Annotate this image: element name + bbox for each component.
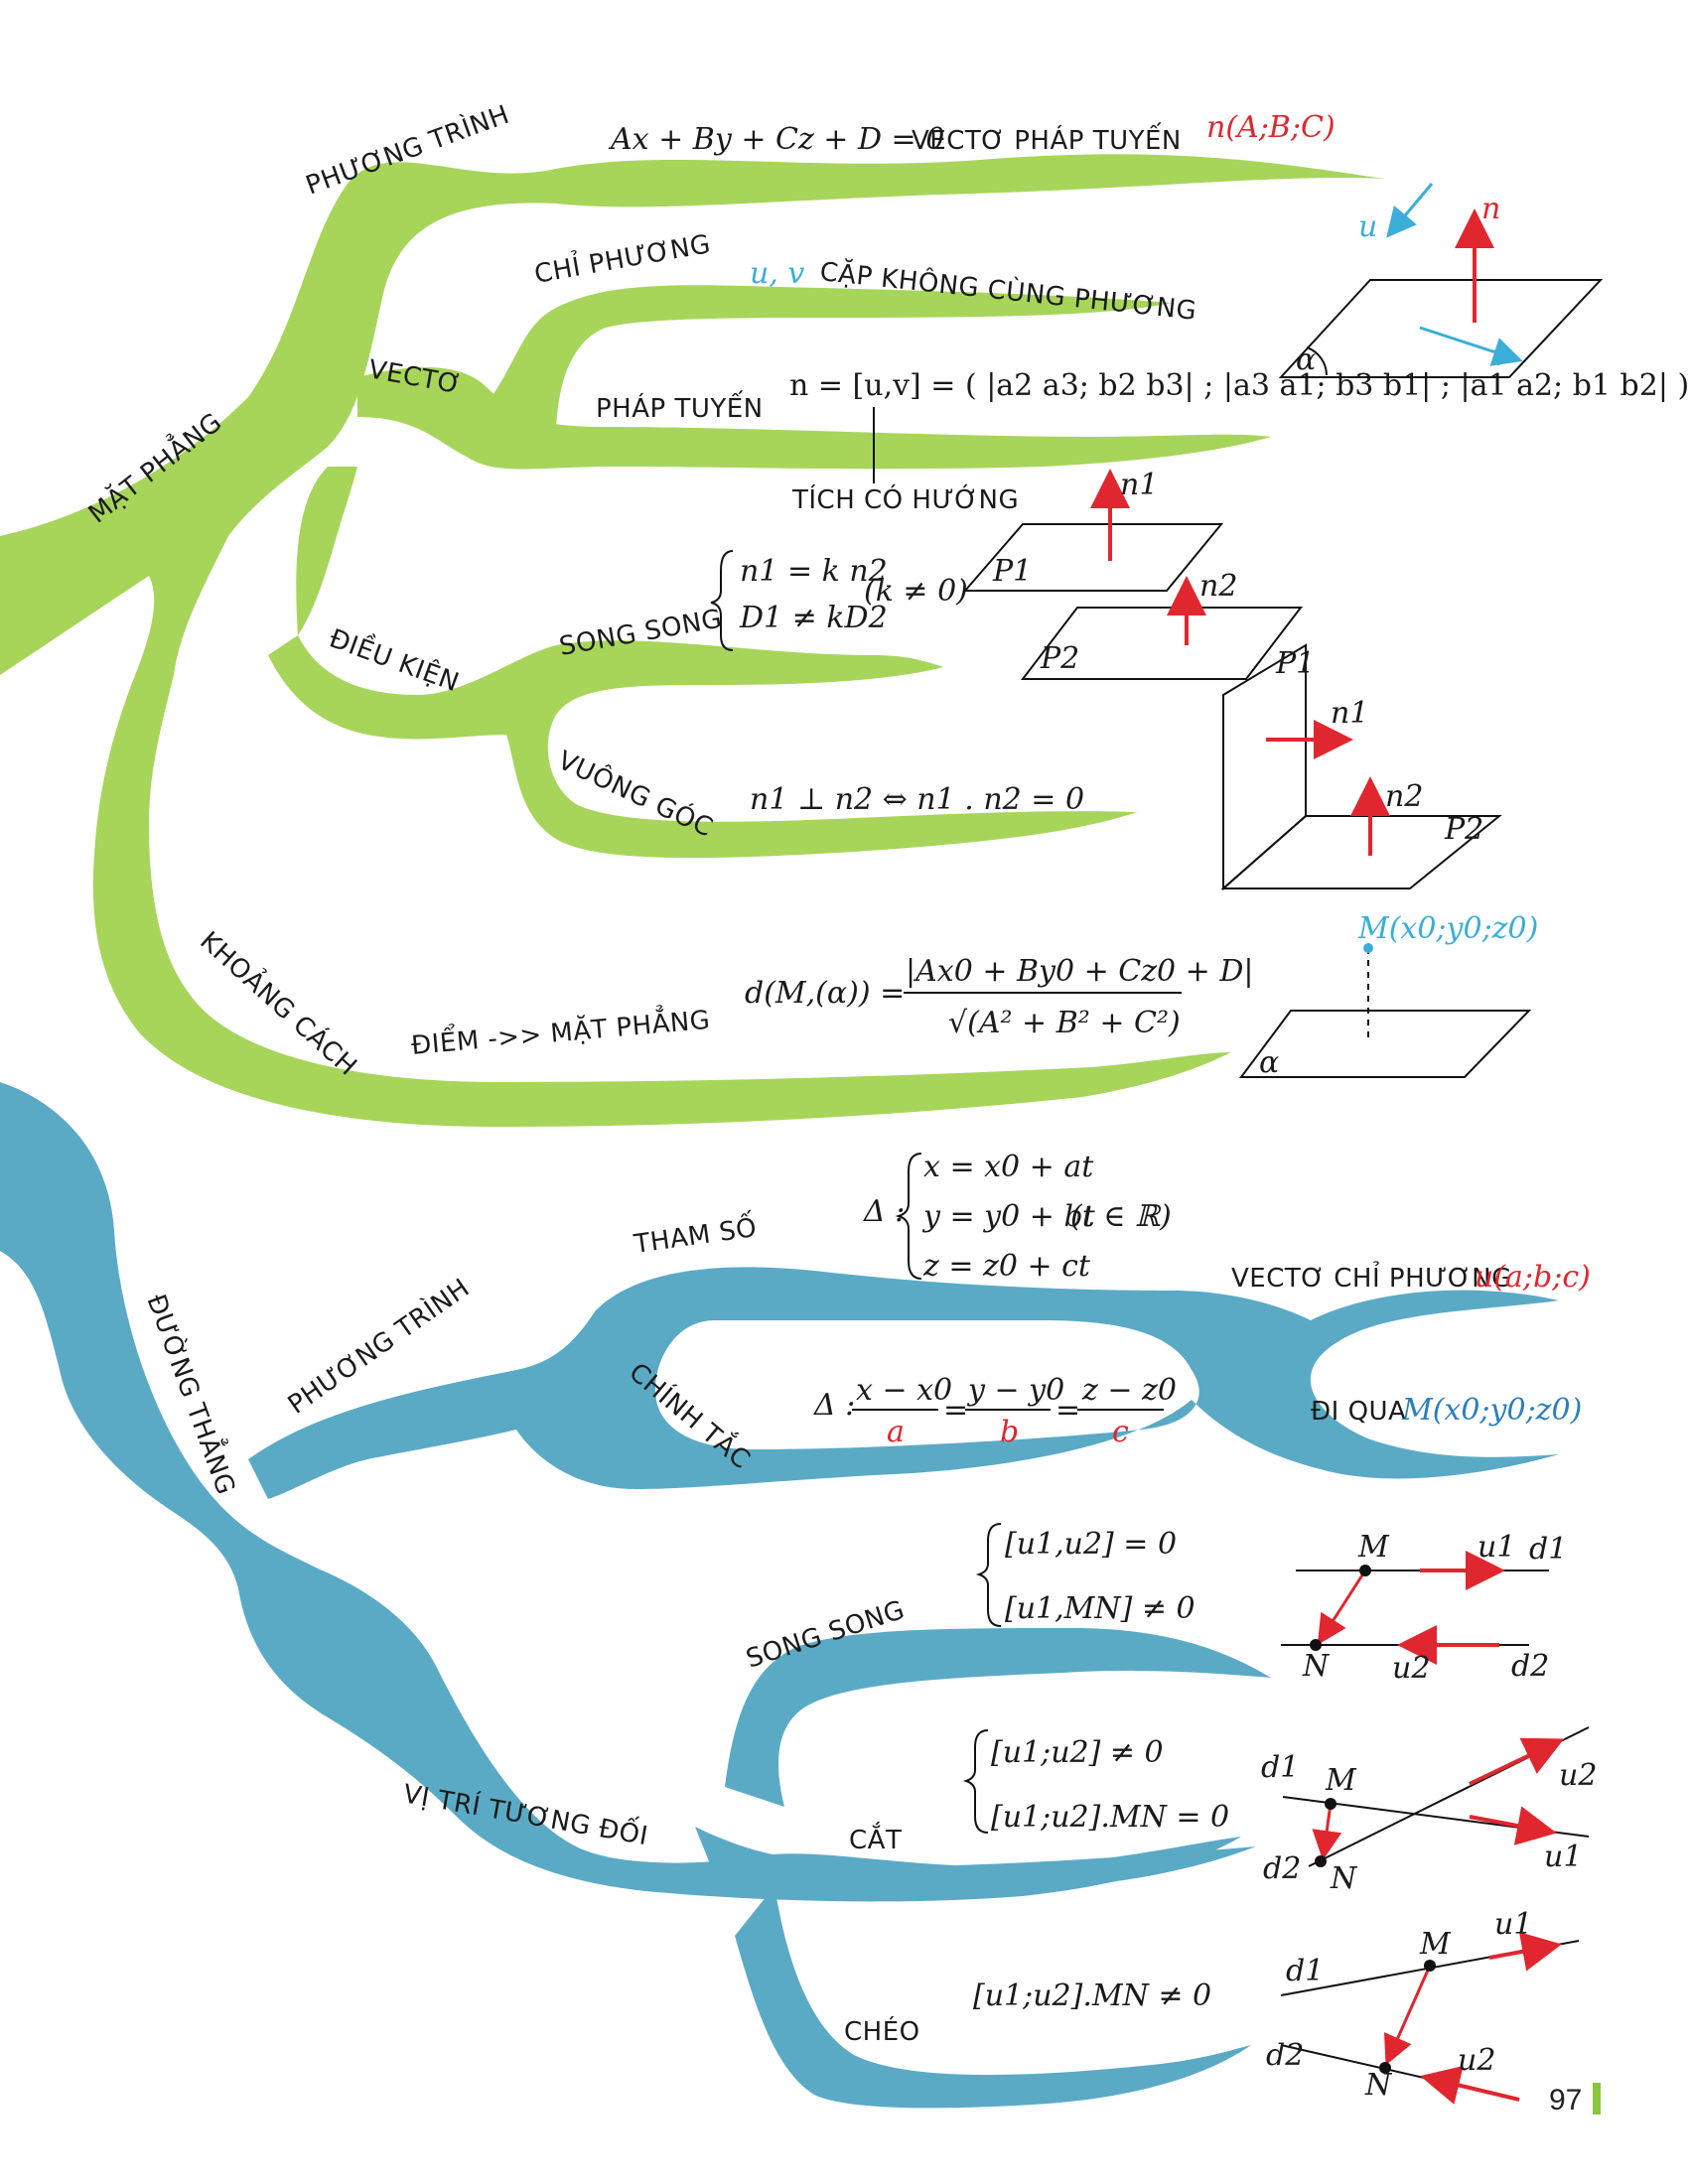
- plane-normal-branch-label: PHÁP TUYẾN: [596, 389, 764, 424]
- plane-cross-product-label: TÍCH CÓ HƯỚNG: [791, 483, 1019, 515]
- line-parallel-cond-1: [u1,u2] = 0: [1005, 1527, 1177, 1562]
- line-canon-den-c: c: [1112, 1415, 1129, 1449]
- fig-skew-M: M: [1419, 1927, 1452, 1962]
- plane-direction-label: CHỈ PHƯƠNG: [531, 225, 713, 290]
- figure-parallel-planes: [962, 469, 1304, 680]
- plane-equation-formula: Ax + By + Cz + D = 0: [608, 122, 944, 157]
- fig-n-label: n: [1481, 192, 1500, 226]
- fig-skew-d1: d1: [1286, 1954, 1324, 1988]
- fig-v-label: v: [1491, 339, 1508, 373]
- line-parametric-label: THAM SỐ: [631, 1208, 759, 1260]
- line-skew-label: CHÉO: [844, 2015, 920, 2047]
- fig-u-label: u: [1358, 209, 1377, 244]
- fig-int-d2: d2: [1263, 1851, 1301, 1886]
- fig-par-N: N: [1302, 1649, 1331, 1684]
- fig-n1-perp-label: n1: [1331, 696, 1368, 731]
- line-param-domain: (t ∈ ℝ): [1070, 1199, 1172, 1234]
- plane-normal-vector: n(A;B;C): [1206, 110, 1336, 145]
- line-intersect-cond-2: [u1;u2].MN = 0: [991, 1800, 1229, 1835]
- line-param-delta: Δ :: [863, 1194, 905, 1229]
- plane-perpendicular-cond: n1 ⊥ n2 ⇔ n1 . n2 = 0: [750, 782, 1084, 817]
- plane-root-trunk: [0, 154, 1385, 1127]
- line-equation-branch: [248, 1267, 1559, 1499]
- figure-intersecting-lines: [1282, 1726, 1590, 1867]
- fig-int-u1: u1: [1544, 1840, 1582, 1874]
- fig-n2-perp-label: n2: [1385, 779, 1423, 814]
- line-canon-den-b: b: [1000, 1415, 1019, 1449]
- line-parallel-branch: [725, 1628, 1271, 1807]
- plane-vector-mid: [467, 285, 1172, 437]
- line-canonical-delta: Δ :: [813, 1388, 855, 1423]
- line-passes-point: M(x0;y0;z0): [1401, 1393, 1582, 1428]
- canon-eq-1: =: [943, 1393, 968, 1428]
- plane-distance-lhs: d(M,(α)) =: [745, 976, 905, 1011]
- fig-P2-label: P2: [1040, 641, 1079, 676]
- plane-normal-label: VECTƠ PHÁP TUYẾN: [912, 121, 1182, 156]
- fig-int-d1: d1: [1261, 1750, 1299, 1785]
- fig-alpha-label: α: [1296, 342, 1316, 377]
- fig-int-N: N: [1330, 1861, 1358, 1896]
- line-intersect-label: CẮT: [849, 1821, 902, 1855]
- line-param-z: z = z0 + ct: [922, 1249, 1091, 1284]
- fig-skew-N: N: [1364, 2068, 1393, 2103]
- figure-plane-normal: [1278, 183, 1604, 378]
- line-canon-num-x: x − x0: [856, 1373, 952, 1408]
- fig-par-d2: d2: [1511, 1649, 1549, 1684]
- fig-int-u2: u2: [1559, 1758, 1597, 1793]
- figure-perpendicular-planes: [1220, 643, 1502, 891]
- line-canon-num-y: y − y0: [966, 1373, 1064, 1408]
- line-canon-den-a: a: [887, 1415, 905, 1449]
- plane-direction-vectors: u, v: [750, 256, 804, 291]
- fig-par-u1: u1: [1477, 1530, 1515, 1565]
- line-intersect-cond-1: [u1;u2] ≠ 0: [991, 1735, 1164, 1770]
- line-param-x: x = x0 + at: [923, 1150, 1094, 1184]
- fig-par-d1: d1: [1529, 1532, 1567, 1567]
- fig-n2-label: n2: [1199, 569, 1237, 604]
- fig-alpha2-label: α: [1259, 1045, 1279, 1080]
- plane-cross-product: n = [u,v] = ( |a2 a3; b2 b3| ; |a3 a1; b…: [789, 368, 1688, 403]
- fig-par-M: M: [1357, 1530, 1390, 1565]
- plane-vector-branch: [357, 367, 1271, 470]
- plane-parallel-cond-1: n1 = k n2: [740, 554, 888, 589]
- fig-skew-u1: u1: [1494, 1907, 1532, 1942]
- figure-skew-lines: [1280, 1932, 1580, 2105]
- fig-n1-label: n1: [1120, 468, 1158, 502]
- line-param-y: y = y0 + bt: [921, 1199, 1096, 1234]
- line-canon-num-z: z − z0: [1081, 1373, 1177, 1408]
- line-intersect-branch: [695, 1827, 1256, 1893]
- fig-P1-perp-label: P1: [1275, 646, 1315, 681]
- line-intersect-brace: [962, 1729, 989, 1834]
- plane-parallel-k: (k ≠ 0): [864, 574, 968, 609]
- line-parallel-cond-2: [u1,MN] ≠ 0: [1005, 1591, 1196, 1626]
- figure-parallel-lines: [1281, 1551, 1549, 1665]
- line-passes-note: ĐI QUA: [1311, 1397, 1406, 1427]
- fig-M-point-label: M(x0;y0;z0): [1357, 911, 1538, 946]
- fig-P1-label: P1: [992, 554, 1032, 589]
- line-root-trunk: [0, 1082, 1241, 1902]
- plane-distance-den: √(A² + B² + C²): [948, 1006, 1181, 1040]
- fig-skew-d2: d2: [1266, 2038, 1304, 2073]
- plane-condition-branch: [268, 635, 1137, 859]
- plane-parallel-cond-2: D1 ≠ kD2: [739, 601, 888, 635]
- plane-arm: [296, 467, 357, 635]
- line-branch-tree: [0, 1082, 1559, 2109]
- figure-point-plane: [1239, 943, 1532, 1078]
- page-number: 97: [1549, 2084, 1582, 2116]
- fig-skew-u2: u2: [1458, 2043, 1495, 2078]
- plane-distance-num: |Ax0 + By0 + Cz0 + D|: [906, 954, 1254, 989]
- page-marker: [1593, 2083, 1601, 2115]
- line-parallel-brace: [975, 1523, 1002, 1627]
- line-direction-note: VECTƠ CHỈ PHƯƠNG: [1231, 1260, 1512, 1294]
- line-skew-cond: [u1;u2].MN ≠ 0: [973, 1979, 1211, 2013]
- canon-eq-2: =: [1055, 1393, 1080, 1428]
- line-direction-vector: u(a;b;c): [1475, 1260, 1591, 1295]
- fig-par-u2: u2: [1392, 1651, 1430, 1686]
- line-param-brace: [895, 1153, 922, 1280]
- plane-parallel-brace: [710, 550, 734, 651]
- plane-branch-tree: [0, 154, 1385, 1127]
- fig-P2-perp-label: P2: [1444, 812, 1483, 847]
- fig-int-M: M: [1325, 1763, 1357, 1798]
- plane-distance-label: ĐIỂM ->> MẶT PHẲNG: [409, 1000, 711, 1061]
